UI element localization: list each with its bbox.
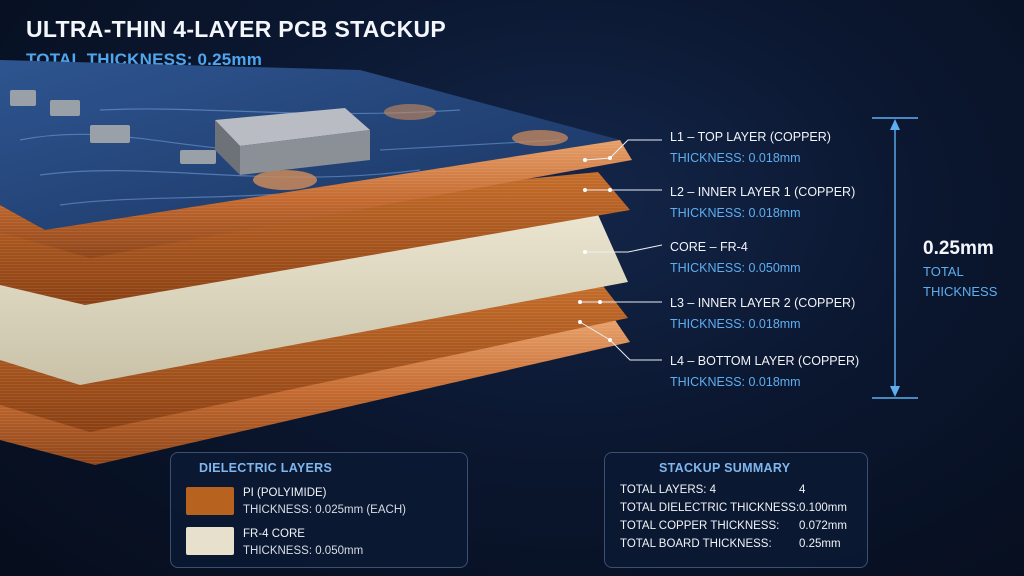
layer-thickness: THICKNESS: 0.018mm bbox=[670, 206, 801, 220]
layer-thickness: THICKNESS: 0.018mm bbox=[670, 317, 801, 331]
layer-name: L2 – INNER LAYER 1 (COPPER) bbox=[670, 185, 856, 199]
pi-swatch bbox=[186, 487, 234, 515]
leader-l1 bbox=[584, 139, 662, 161]
layer-name: L3 – INNER LAYER 2 (COPPER) bbox=[670, 296, 856, 310]
layer-label-l3: L3 – INNER LAYER 2 (COPPER) THICKNESS: 0… bbox=[670, 294, 855, 333]
leader-core bbox=[585, 244, 663, 253]
chip-component bbox=[215, 108, 370, 146]
page-title: ULTRA-THIN 4-LAYER PCB STACKUP bbox=[26, 16, 447, 42]
fr4-name: FR-4 CORE bbox=[243, 528, 305, 540]
layer-thickness: THICKNESS: 0.050mm bbox=[670, 261, 801, 275]
layer-label-l1: L1 – TOP LAYER (COPPER) THICKNESS: 0.018… bbox=[670, 128, 831, 167]
layer-label-l2: L2 – INNER LAYER 1 (COPPER) THICKNESS: 0… bbox=[670, 183, 855, 222]
dielectric-layers-panel: DIELECTRIC LAYERS PI (POLYIMIDE) THICKNE… bbox=[170, 452, 468, 568]
layer-thickness: THICKNESS: 0.018mm bbox=[670, 151, 801, 165]
summary-row-value: 0.100mm bbox=[799, 502, 847, 514]
summary-row-label: TOTAL BOARD THICKNESS: bbox=[620, 538, 772, 550]
layer-name: L1 – TOP LAYER (COPPER) bbox=[670, 130, 831, 144]
total-thickness-dimension bbox=[872, 117, 918, 399]
layer-thickness: THICKNESS: 0.018mm bbox=[670, 375, 801, 389]
leader-l4 bbox=[579, 321, 662, 361]
layer-label-l4: L4 – BOTTOM LAYER (COPPER) THICKNESS: 0.… bbox=[670, 352, 859, 391]
total-thickness-label: TOTAL THICKNESS bbox=[923, 264, 998, 299]
summary-row-value: 0.25mm bbox=[799, 538, 841, 550]
layer-name: L4 – BOTTOM LAYER (COPPER) bbox=[670, 354, 860, 368]
dielectric-panel-title: DIELECTRIC LAYERS bbox=[199, 461, 333, 475]
pi-name: PI (POLYIMIDE) bbox=[243, 487, 327, 499]
fr4-thickness: THICKNESS: 0.050mm bbox=[243, 545, 364, 557]
layer-fr4-core bbox=[0, 208, 628, 385]
summary-row-label: TOTAL DIELECTRIC THICKNESS: bbox=[620, 502, 800, 514]
summary-row-value: 0.072mm bbox=[799, 520, 847, 532]
pi-thickness: THICKNESS: 0.025mm (EACH) bbox=[243, 504, 406, 516]
summary-row-label: TOTAL LAYERS: 4 bbox=[620, 484, 717, 496]
summary-row-label: TOTAL COPPER THICKNESS: bbox=[620, 520, 780, 532]
summary-row-value: 4 bbox=[799, 484, 806, 496]
fr4-swatch bbox=[186, 527, 234, 555]
summary-panel-title: STACKUP SUMMARY bbox=[659, 461, 791, 475]
stackup-summary-panel: STACKUP SUMMARY TOTAL LAYERS: 4 4 TOTAL … bbox=[604, 452, 868, 568]
total-thickness-value: 0.25mm bbox=[923, 238, 994, 259]
layer-label-core: CORE – FR-4 THICKNESS: 0.050mm bbox=[670, 238, 801, 277]
layer-name: CORE – FR-4 bbox=[670, 240, 748, 254]
